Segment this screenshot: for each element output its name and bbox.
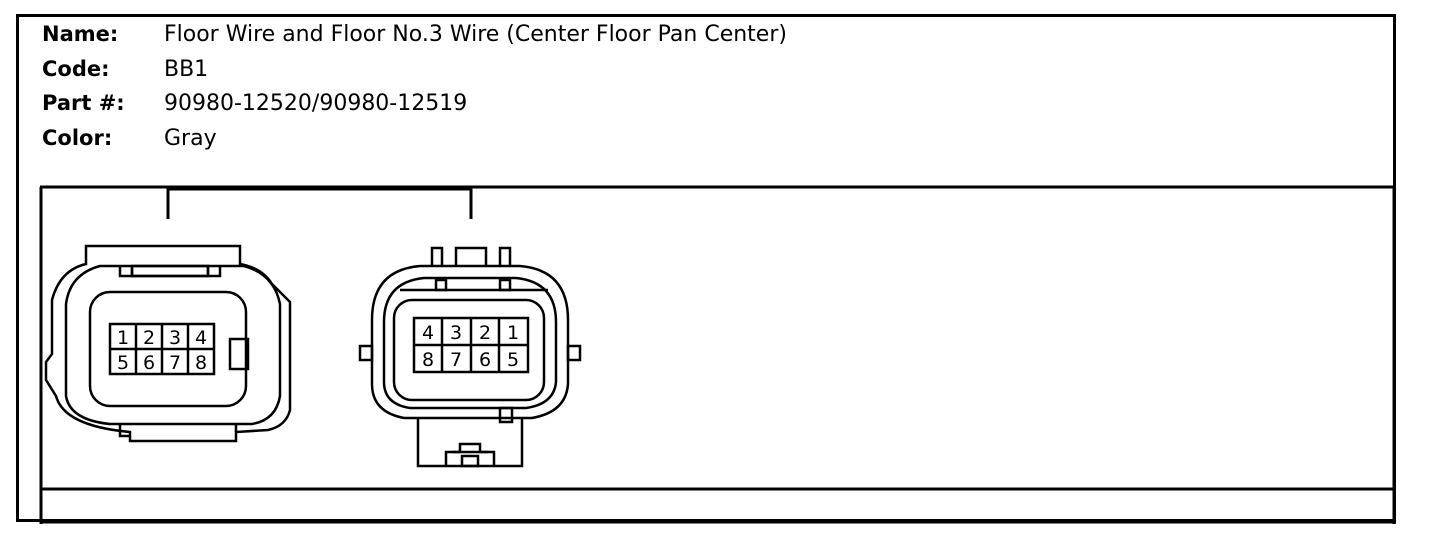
left-pin-1: 1 [117,327,129,349]
right-pin-grid [412,316,530,374]
left-connector [44,244,292,443]
right-pin-4: 4 [422,322,434,344]
left-pin-6: 6 [143,352,155,374]
part-value: 90980-12520/90980-12519 [164,91,468,116]
right-pin-8: 8 [422,349,434,371]
code-value: BB1 [164,57,209,82]
right-pin-3: 3 [450,322,462,344]
part-label: Part #: [42,91,125,115]
code-label: Code: [42,57,110,81]
left-pin-labels: 1 2 3 4 5 6 7 8 [117,327,207,374]
mating-bracket [166,187,473,219]
left-pin-4: 4 [195,327,207,349]
left-pin-grid [108,322,216,376]
right-pin-6: 6 [479,349,491,371]
left-pin-5: 5 [117,352,129,374]
right-pin-7: 7 [450,349,462,371]
left-pin-3: 3 [169,327,181,349]
name-label: Name: [42,22,119,46]
name-value: Floor Wire and Floor No.3 Wire (Center F… [164,22,787,47]
left-pin-2: 2 [143,327,155,349]
right-pin-1: 1 [507,322,519,344]
diagram-frame [39,185,1396,524]
color-label: Color: [42,126,113,150]
right-pin-labels: 4 3 2 1 8 7 6 5 [422,322,519,371]
right-pin-2: 2 [479,322,491,344]
right-connector [358,246,582,468]
right-pin-5: 5 [507,349,519,371]
left-pin-7: 7 [169,352,181,374]
left-pin-8: 8 [195,352,207,374]
color-value: Gray [164,126,217,151]
